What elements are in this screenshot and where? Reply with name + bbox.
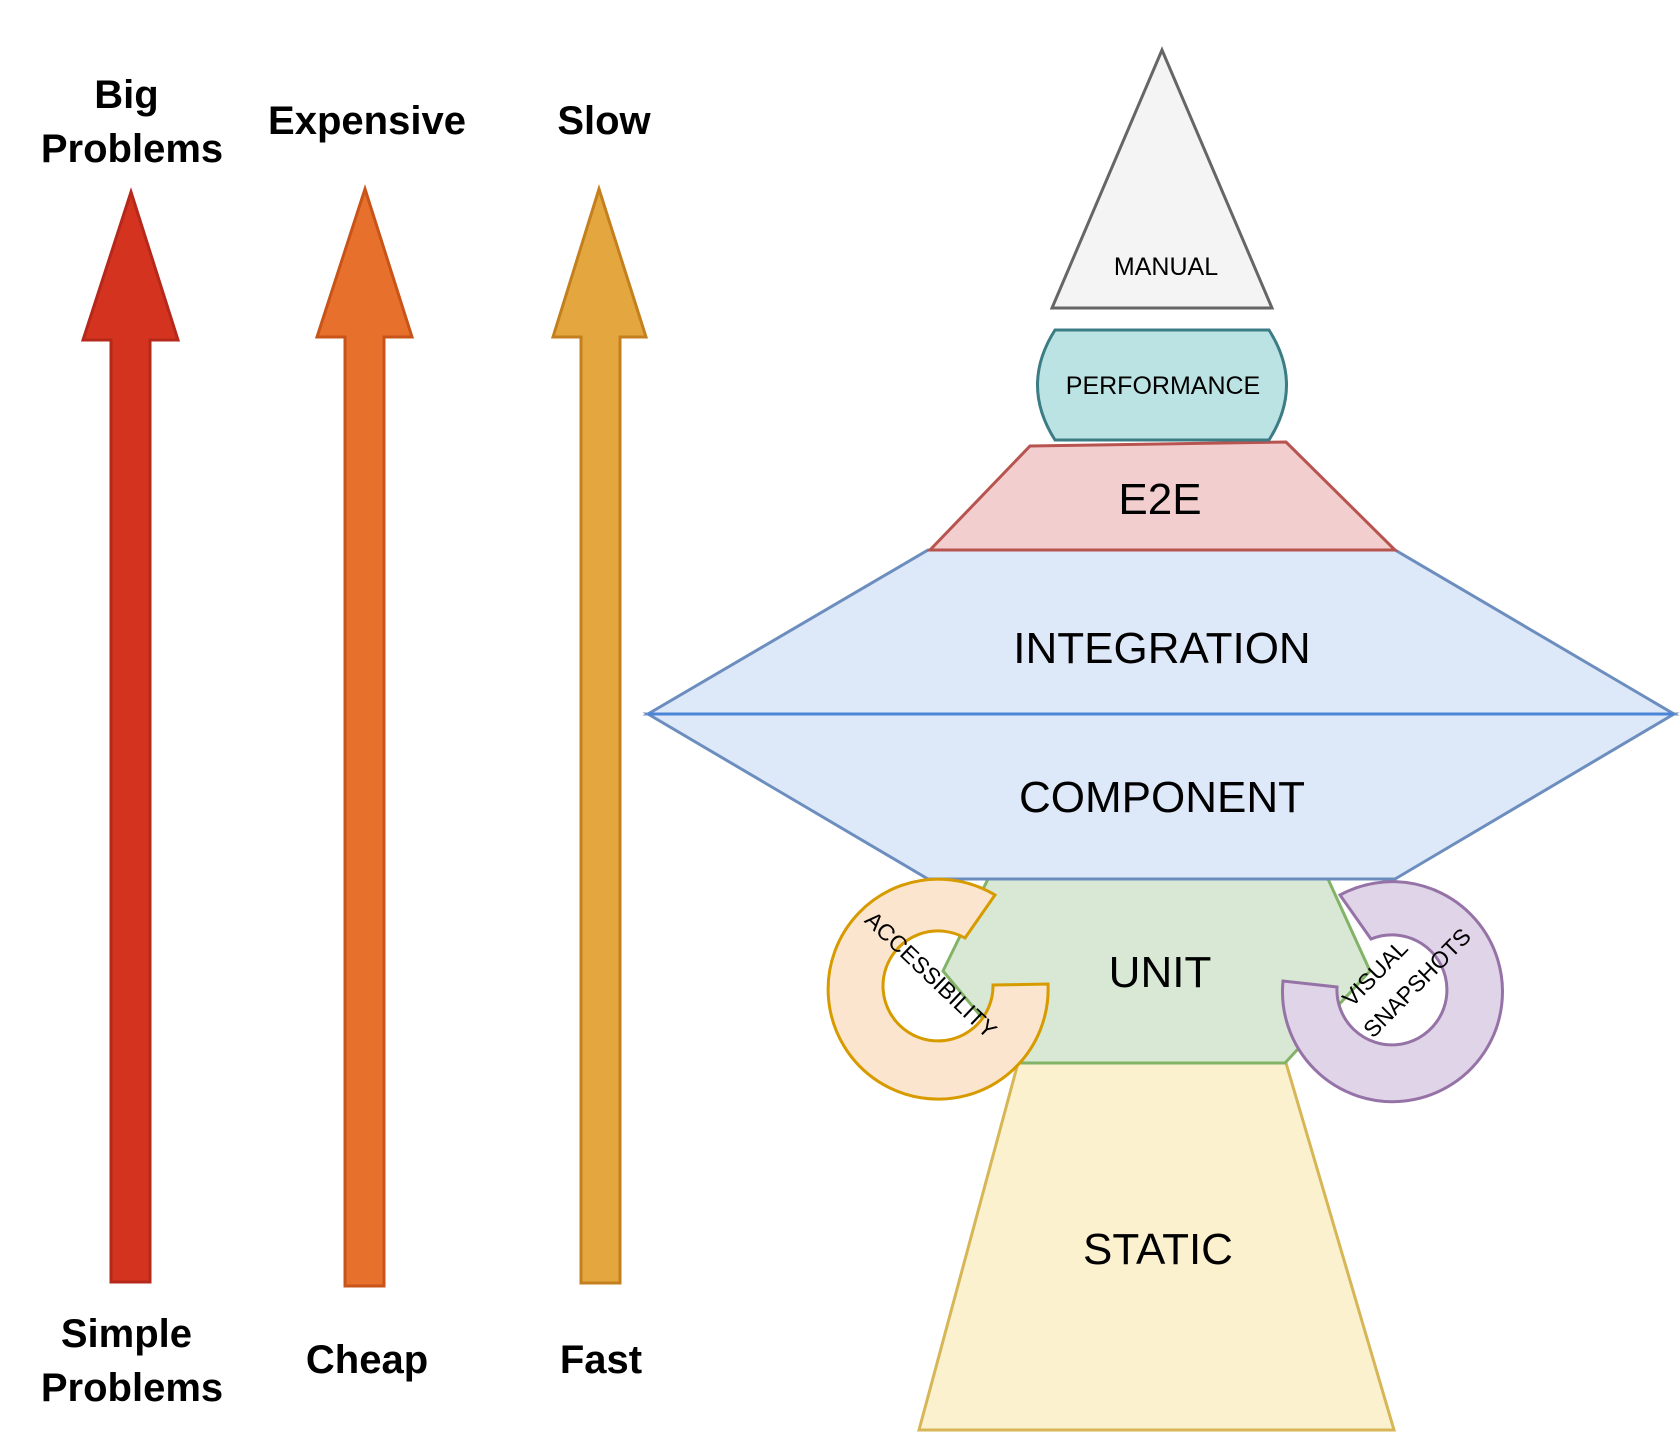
manual-shape bbox=[1049, 46, 1275, 310]
axis-cost-bottom-label: Cheap bbox=[306, 1338, 428, 1382]
axis-cost: Expensive Cheap bbox=[268, 99, 466, 1382]
static-label: STATIC bbox=[1083, 1225, 1233, 1274]
integration-label: INTEGRATION bbox=[1013, 624, 1310, 673]
layer-static: STATIC bbox=[917, 1061, 1397, 1432]
axis-problems-top-label: Big Problems bbox=[41, 73, 223, 171]
performance-shape bbox=[1036, 328, 1288, 442]
speed-arrow bbox=[550, 183, 649, 1285]
layer-performance: PERFORMANCE bbox=[1036, 328, 1288, 442]
manual-label: MANUAL bbox=[1114, 253, 1218, 281]
axis-speed: Slow Fast bbox=[550, 99, 652, 1382]
unit-label: UNIT bbox=[1109, 948, 1212, 997]
e2e-label: E2E bbox=[1118, 475, 1201, 524]
e2e-shape bbox=[926, 440, 1399, 552]
performance-label: PERFORMANCE bbox=[1066, 372, 1260, 400]
layer-component: COMPONENT bbox=[642, 712, 1680, 881]
layer-integration: INTEGRATION bbox=[642, 548, 1680, 716]
axis-speed-bottom-label: Fast bbox=[560, 1338, 642, 1382]
visual-snapshots-ring bbox=[1280, 880, 1504, 1104]
layer-manual: MANUAL bbox=[1049, 46, 1275, 310]
cost-arrow bbox=[314, 184, 415, 1288]
axis-cost-top-label: Expensive bbox=[268, 99, 466, 143]
layer-e2e: E2E bbox=[926, 440, 1399, 552]
component-label: COMPONENT bbox=[1019, 773, 1305, 822]
axis-problems: Big Problems Simple Problems bbox=[41, 73, 223, 1410]
axis-speed-top-label: Slow bbox=[557, 99, 651, 143]
accessibility-ring bbox=[826, 877, 1050, 1101]
problems-arrow bbox=[80, 187, 181, 1284]
axis-problems-bottom-label: Simple Problems bbox=[41, 1312, 223, 1410]
